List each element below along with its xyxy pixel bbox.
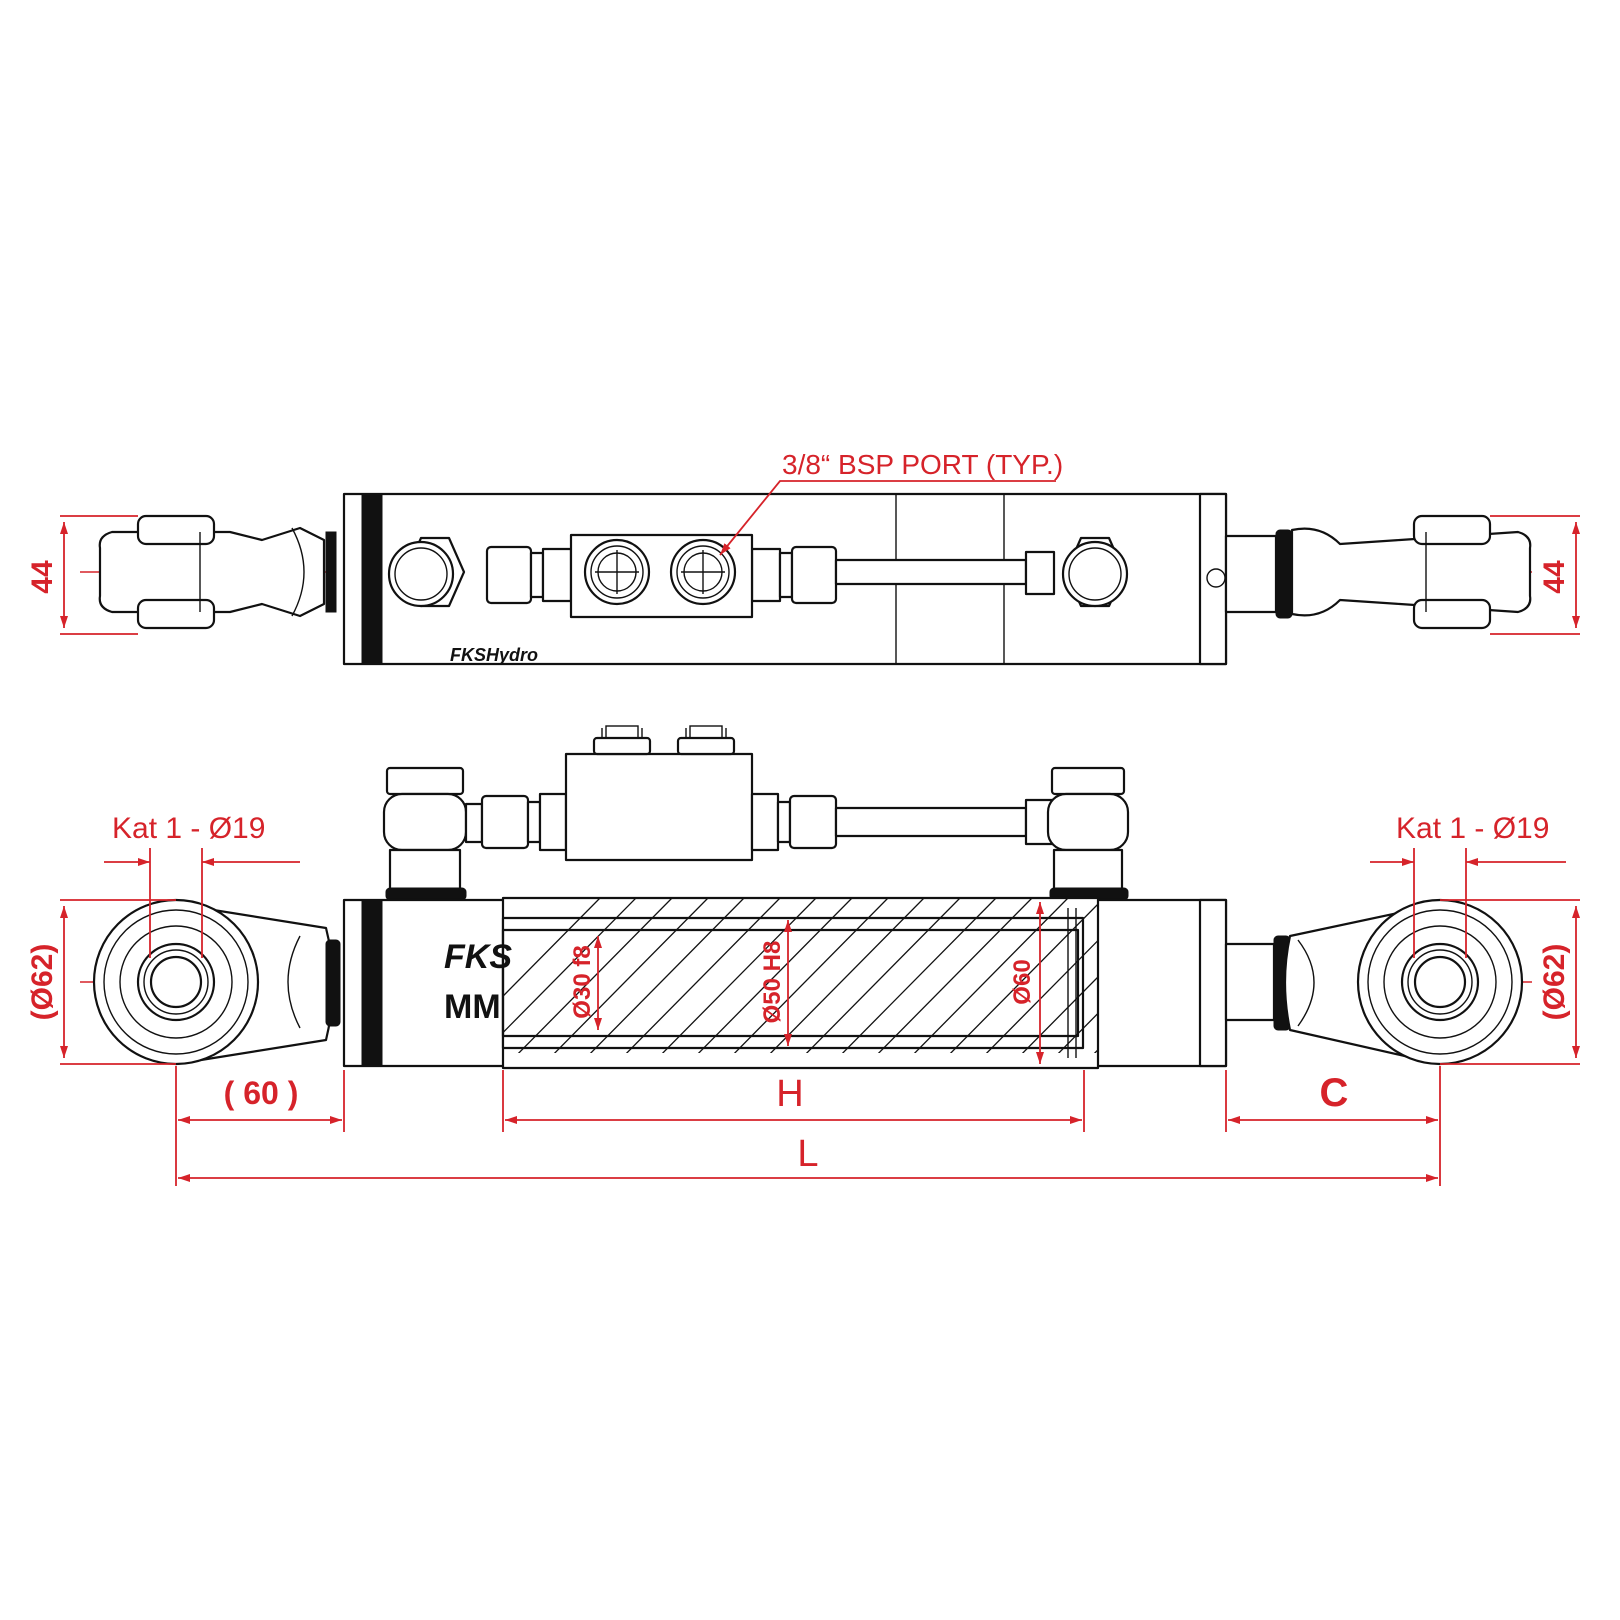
side-logo-top: FKS [444, 938, 512, 976]
top-right-rod-eye [1224, 514, 1532, 630]
bore-dia-label: Ø50 H8 [759, 941, 786, 1024]
tube-dia-label: Ø60 [1009, 959, 1036, 1004]
width-label-right: 44 [1538, 560, 1571, 594]
dimension-width-left: 44 [26, 515, 138, 635]
rod-end-label: C [1320, 1071, 1349, 1115]
dimension-pin-right: Kat 1 - Ø19 [1370, 812, 1566, 958]
top-logo-text: FKSHydro [450, 645, 538, 665]
hatch-line [949, 903, 1098, 1053]
hatch-line [985, 939, 1098, 1053]
hatch-line [517, 898, 673, 1053]
dimension-stroke: H [502, 1070, 1085, 1132]
hatch-line [805, 898, 961, 1053]
port-callout: 3/8“ BSP PORT (TYP.) [719, 449, 1063, 556]
dimension-rod-end: C [1225, 1066, 1441, 1186]
hatch-line [877, 898, 1033, 1053]
rod-dia-label: Ø30 f8 [569, 945, 596, 1018]
dimension-tube-dia: Ø60 [1009, 902, 1044, 1064]
hatch-line [697, 898, 853, 1053]
dimension-width-right: 44 [1490, 515, 1580, 635]
side-hose-assembly [382, 725, 1130, 901]
total-length-label: L [797, 1133, 818, 1175]
top-view: FKSHydro [26, 449, 1580, 666]
top-left-port [387, 536, 466, 608]
top-valve-block [569, 533, 754, 619]
side-logo-bottom: MM [444, 988, 501, 1026]
hatch-line [769, 898, 925, 1053]
dimension-total-length: L [178, 1133, 1438, 1182]
stroke-label: H [776, 1073, 803, 1115]
hatch-line [733, 898, 889, 1053]
dimension-bore-dia: Ø50 H8 [759, 920, 792, 1046]
hatch-line [503, 898, 637, 1034]
hatch-line [625, 898, 781, 1053]
dimension-eye-right: (Ø62) [1440, 899, 1580, 1065]
eye-dia-label-left: (Ø62) [26, 944, 59, 1021]
hatch-line [503, 898, 601, 998]
dimension-eye-left: (Ø62) [26, 899, 176, 1065]
pin-label-left: Kat 1 - Ø19 [112, 812, 265, 845]
valve-cartridge-left [583, 538, 651, 606]
port-note-text: 3/8“ BSP PORT (TYP.) [782, 449, 1063, 480]
hatch-line [1057, 1012, 1098, 1053]
hatch-line [589, 898, 745, 1053]
hatch-line [841, 898, 997, 1053]
dimension-rod-dia: Ø30 f8 [569, 936, 602, 1030]
hatch-line [1021, 975, 1098, 1053]
side-left-clevis [92, 898, 341, 1066]
side-cylinder-barrel: FKS MM [342, 896, 1228, 1070]
valve-cartridge-right [669, 538, 737, 606]
width-label-left: 44 [26, 560, 59, 594]
dimension-pin-left: Kat 1 - Ø19 [104, 812, 300, 958]
pin-label-right: Kat 1 - Ø19 [1396, 812, 1549, 845]
top-left-rod-eye [98, 514, 337, 630]
top-right-port [1061, 536, 1129, 608]
hatch-line [553, 898, 709, 1053]
eye-dia-label-right: (Ø62) [1538, 944, 1571, 1021]
side-right-rod-eye [1224, 898, 1524, 1066]
side-view: FKS MM Kat 1 - Ø19 [26, 725, 1580, 1186]
eye-to-head-label: ( 60 ) [224, 1075, 299, 1111]
dimension-eye-to-head: ( 60 ) [175, 1066, 345, 1186]
